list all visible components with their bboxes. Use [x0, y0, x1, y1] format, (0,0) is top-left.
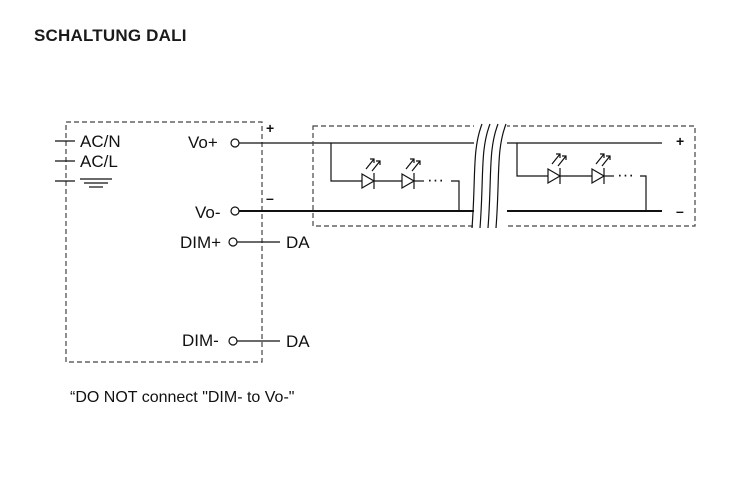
- led-continuation-1: ···: [427, 170, 444, 189]
- dim-minus-label: DIM-: [182, 331, 219, 350]
- vo-minus-label: Vo-: [195, 203, 221, 222]
- dim-minus-terminal: [228, 336, 238, 346]
- ground-icon: [80, 178, 112, 188]
- led-string-2: ···: [516, 143, 647, 211]
- plus-mark-left: +: [266, 120, 274, 136]
- warning-note: “DO NOT connect "DIM- to Vo-": [70, 389, 294, 406]
- minus-mark-right: –: [676, 203, 684, 219]
- da-minus-label: DA: [286, 332, 310, 351]
- led-string-1: ···: [330, 143, 460, 211]
- dim-plus-terminal: [228, 237, 238, 247]
- ac-l-label: AC/L: [80, 152, 118, 171]
- minus-mark-left: –: [266, 190, 274, 206]
- dim-plus-label: DIM+: [180, 233, 221, 252]
- vo-plus-label: Vo+: [188, 133, 218, 152]
- diagram-title: SCHALTUNG DALI: [34, 26, 187, 45]
- vo-plus-terminal: [230, 138, 240, 148]
- led-icon: [401, 158, 421, 190]
- break-symbol: [471, 123, 507, 229]
- ac-n-label: AC/N: [80, 132, 121, 151]
- led-icon: [361, 158, 381, 190]
- led-icon: [547, 153, 567, 185]
- led-continuation-2: ···: [617, 165, 634, 184]
- vo-minus-terminal: [230, 206, 240, 216]
- da-plus-label: DA: [286, 233, 310, 252]
- plus-mark-right: +: [676, 133, 684, 149]
- led-icon: [591, 153, 611, 185]
